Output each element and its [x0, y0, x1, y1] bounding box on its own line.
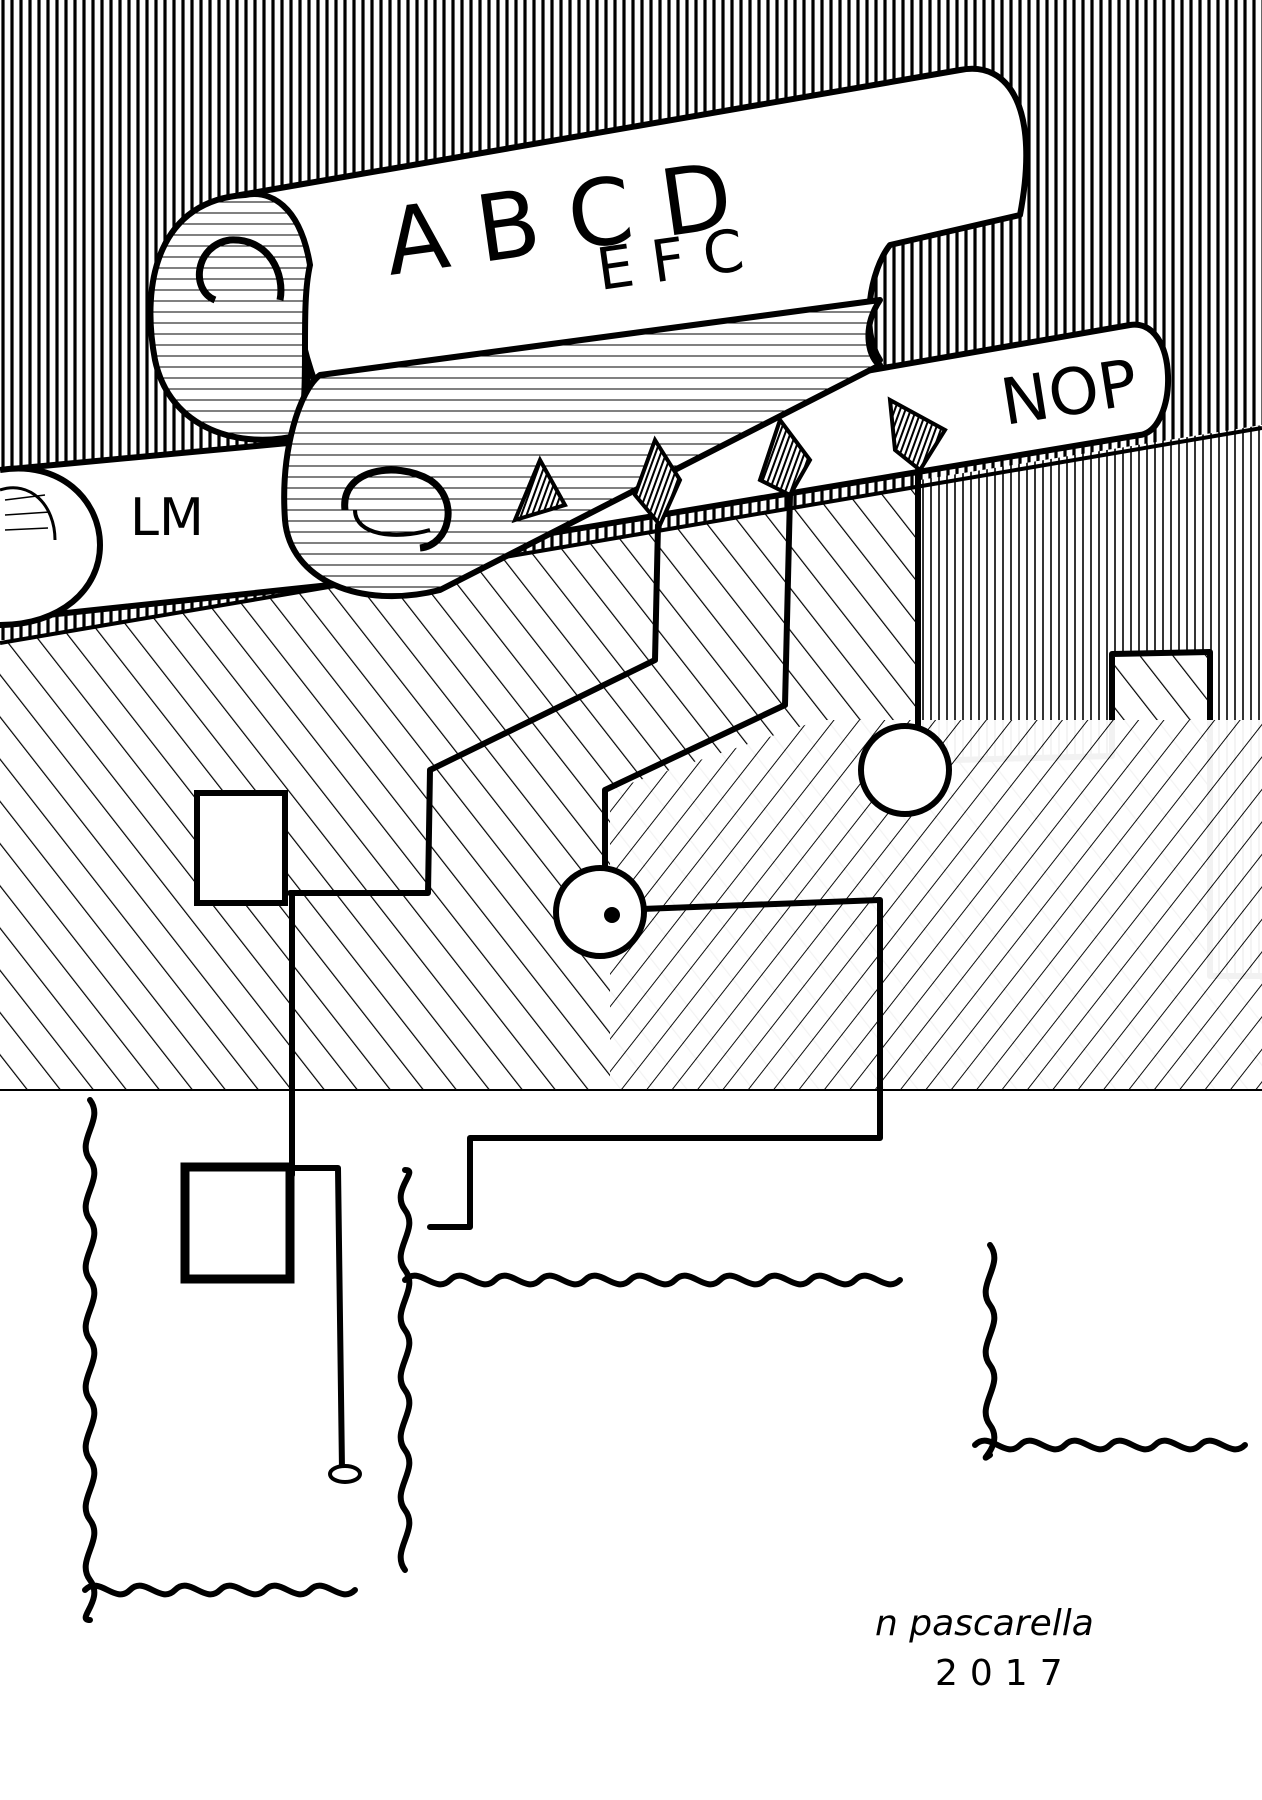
table-edge [0, 426, 1262, 645]
signature-name: n pascarella [875, 1603, 1094, 1644]
knob-center-dot [604, 907, 620, 923]
wavy-top-horizontal [402, 1272, 903, 1288]
background-diagonal-hatch-right [610, 720, 1262, 1090]
signature: n pascarella 2017 [875, 1603, 1094, 1694]
wavy-right-vertical [982, 1242, 998, 1461]
wire-4 [427, 897, 883, 1230]
background-right-block [920, 425, 1262, 975]
box-upper [194, 790, 288, 906]
wavy-middle-vertical [397, 1167, 413, 1573]
wavy-left-vertical [82, 1097, 98, 1623]
box-lower [180, 1162, 295, 1284]
flame-1 [511, 455, 568, 524]
wires [287, 467, 921, 1473]
knob-upper-right [858, 723, 952, 817]
wavy-bottom-left [82, 1582, 358, 1598]
wire-end-bulb [328, 1464, 362, 1484]
scroll-upper: A B C D E F C [147, 65, 1030, 600]
wire-6 [289, 1165, 345, 1473]
wavy-lines [82, 1097, 1248, 1623]
wavy-right-horizontal [972, 1437, 1248, 1453]
scroll-left-letters: LM [130, 488, 204, 548]
signature-year: 2017 [935, 1653, 1075, 1694]
wire-1 [287, 522, 661, 896]
scroll-left: LM [0, 437, 333, 628]
wire-2 [602, 492, 793, 903]
knob-center [553, 865, 647, 959]
